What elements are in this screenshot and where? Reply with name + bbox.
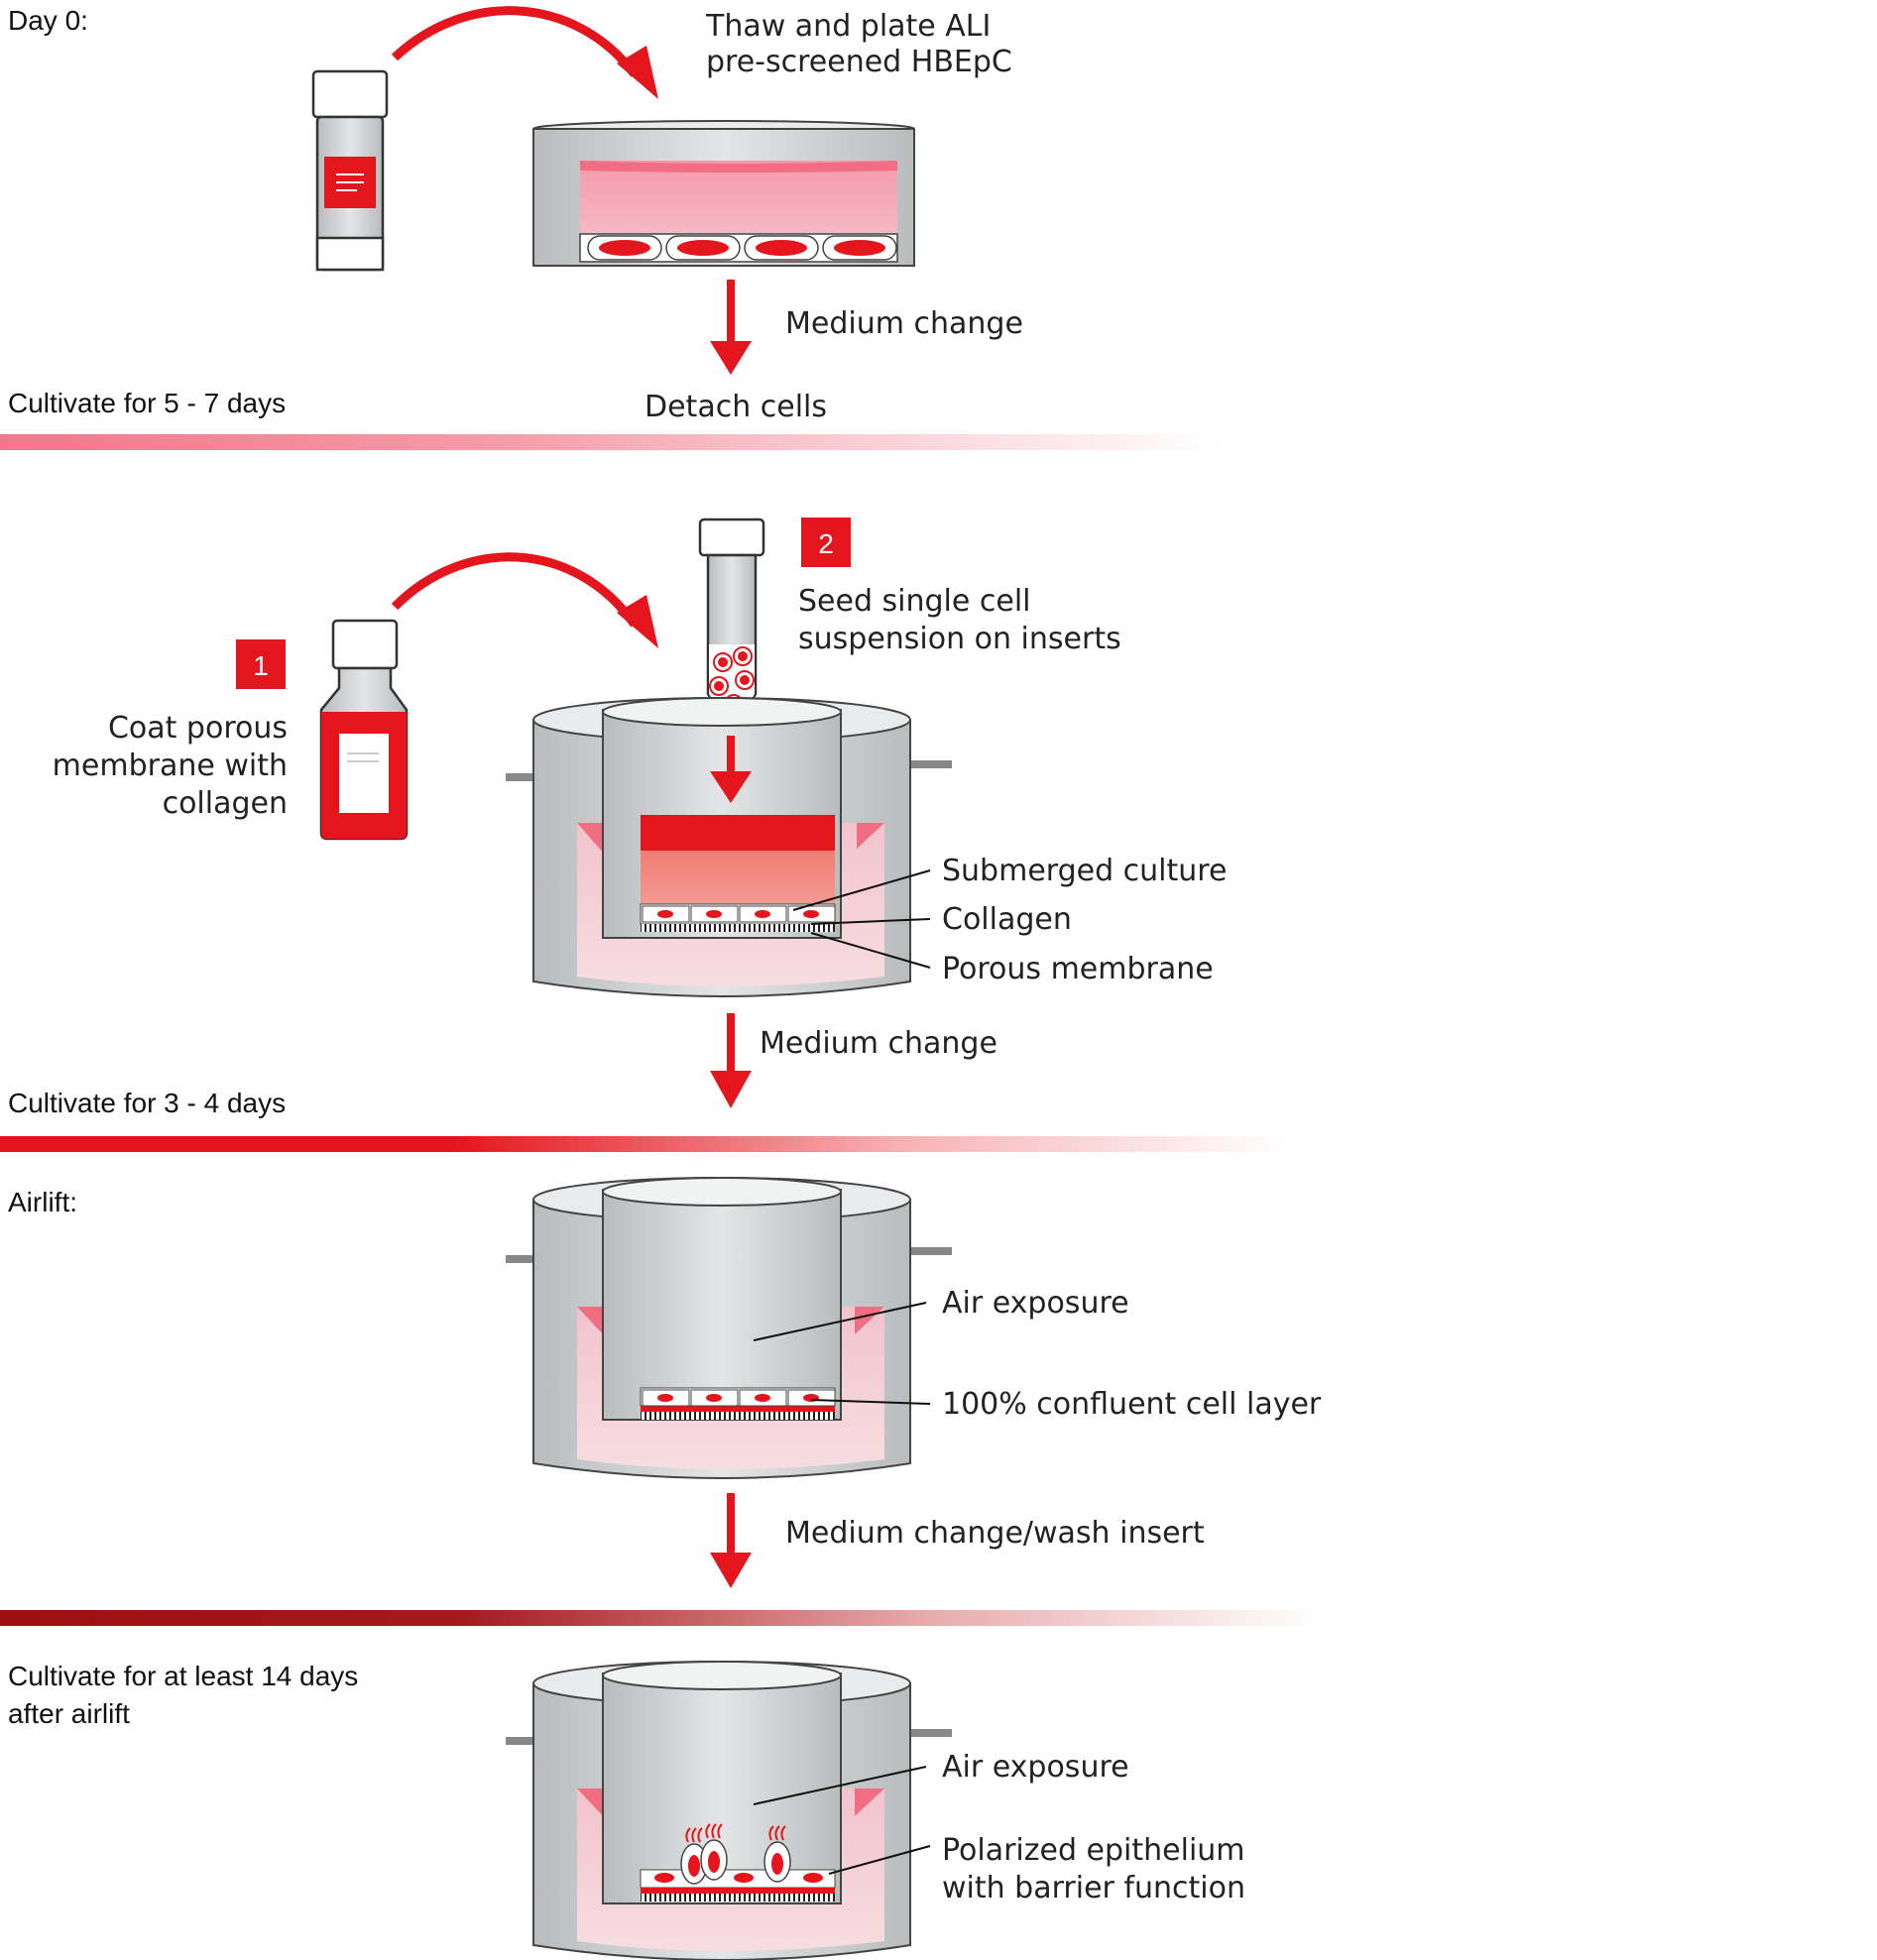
medium-change-wash-label: Medium change/wash insert <box>785 1516 1205 1551</box>
cell-nucleus <box>657 910 673 918</box>
thaw-label-line1: Thaw and plate ALI <box>705 9 991 44</box>
coat-label-line3: collagen <box>163 786 288 821</box>
timeline-bar-1 <box>0 434 1220 450</box>
arrow-down-icon <box>710 1493 752 1588</box>
cell-nucleus <box>654 1873 674 1883</box>
timeline-bar-3 <box>0 1610 1319 1626</box>
transwell-insert-icon <box>506 1661 952 1960</box>
cell-nucleus <box>738 651 748 661</box>
timeline-bar-2 <box>0 1136 1289 1152</box>
step-badge-1-text: 1 <box>253 650 269 681</box>
thaw-label-line2: pre-screened HBEpC <box>706 45 1012 79</box>
cell-nucleus <box>834 240 885 256</box>
stage-label-cultivate-1: Cultivate for 5 - 7 days <box>8 388 286 418</box>
medium-change-label-1: Medium change <box>785 306 1023 341</box>
submerged-culture-label: Submerged culture <box>942 854 1227 888</box>
air-exposure-label-2: Air exposure <box>942 1750 1129 1785</box>
cell-nucleus <box>755 1394 770 1402</box>
step-badge-2-text: 2 <box>818 528 834 559</box>
coat-label-line2: membrane with <box>53 749 288 783</box>
cell-nucleus <box>734 1873 754 1883</box>
curved-arrow-icon <box>391 6 658 99</box>
cell-nucleus <box>657 1394 673 1402</box>
cell-nucleus <box>688 1855 700 1877</box>
polarized-label-line2: with barrier function <box>942 1871 1245 1905</box>
cell-nucleus <box>599 240 650 256</box>
cell-nucleus <box>706 910 722 918</box>
cell-nucleus <box>677 240 729 256</box>
transwell-insert-icon <box>506 1177 952 1479</box>
arrow-down-icon <box>710 280 752 375</box>
transwell-insert-icon <box>506 697 952 997</box>
confluent-layer-label: 100% confluent cell layer <box>942 1387 1322 1422</box>
polarized-label-line1: Polarized epithelium <box>942 1833 1245 1868</box>
polarized-epithelium <box>654 1823 823 1885</box>
arrow-down-icon <box>710 736 752 803</box>
cell-nucleus <box>803 1873 823 1883</box>
detach-cells-label: Detach cells <box>645 390 827 424</box>
cell-nucleus <box>708 1851 720 1873</box>
cilia-icon <box>685 1827 703 1843</box>
stage-label-airlift: Airlift: <box>8 1187 77 1217</box>
collagen-bottle-icon <box>319 619 409 841</box>
cell-nucleus <box>714 681 724 691</box>
cell-nucleus <box>803 910 819 918</box>
cryovial-icon <box>311 69 389 272</box>
coat-label-line1: Coat porous <box>108 711 288 746</box>
collagen-label: Collagen <box>942 902 1072 937</box>
porous-membrane-label: Porous membrane <box>942 952 1214 986</box>
cilia-icon <box>768 1825 786 1841</box>
step-badge-1 <box>236 639 286 689</box>
confluent-cell-layer <box>642 1389 836 1407</box>
curved-arrow-icon <box>391 552 658 648</box>
cell-nucleus <box>755 910 770 918</box>
stage-label-cultivate-3-line2: after airlift <box>8 1698 130 1729</box>
stage-label-cultivate-3-line1: Cultivate for at least 14 days <box>8 1661 358 1691</box>
arrow-down-icon <box>710 1013 752 1108</box>
dish-cell-layer <box>587 235 897 261</box>
stage-label-cultivate-2: Cultivate for 3 - 4 days <box>8 1088 286 1118</box>
air-exposure-label-1: Air exposure <box>942 1286 1129 1321</box>
seed-label-line2: suspension on inserts <box>798 622 1121 656</box>
insert-cell-layer <box>642 905 836 923</box>
cell-nucleus <box>756 240 807 256</box>
cell-nucleus <box>718 657 728 667</box>
step-badge-2 <box>801 518 851 567</box>
cilia-icon <box>705 1823 723 1839</box>
medium-change-label-2: Medium change <box>760 1026 997 1061</box>
seed-label-line1: Seed single cell <box>798 584 1031 619</box>
stage-label-day0: Day 0: <box>8 5 88 36</box>
cell-nucleus <box>771 1853 783 1875</box>
cell-nucleus <box>740 675 750 685</box>
cell-nucleus <box>706 1394 722 1402</box>
